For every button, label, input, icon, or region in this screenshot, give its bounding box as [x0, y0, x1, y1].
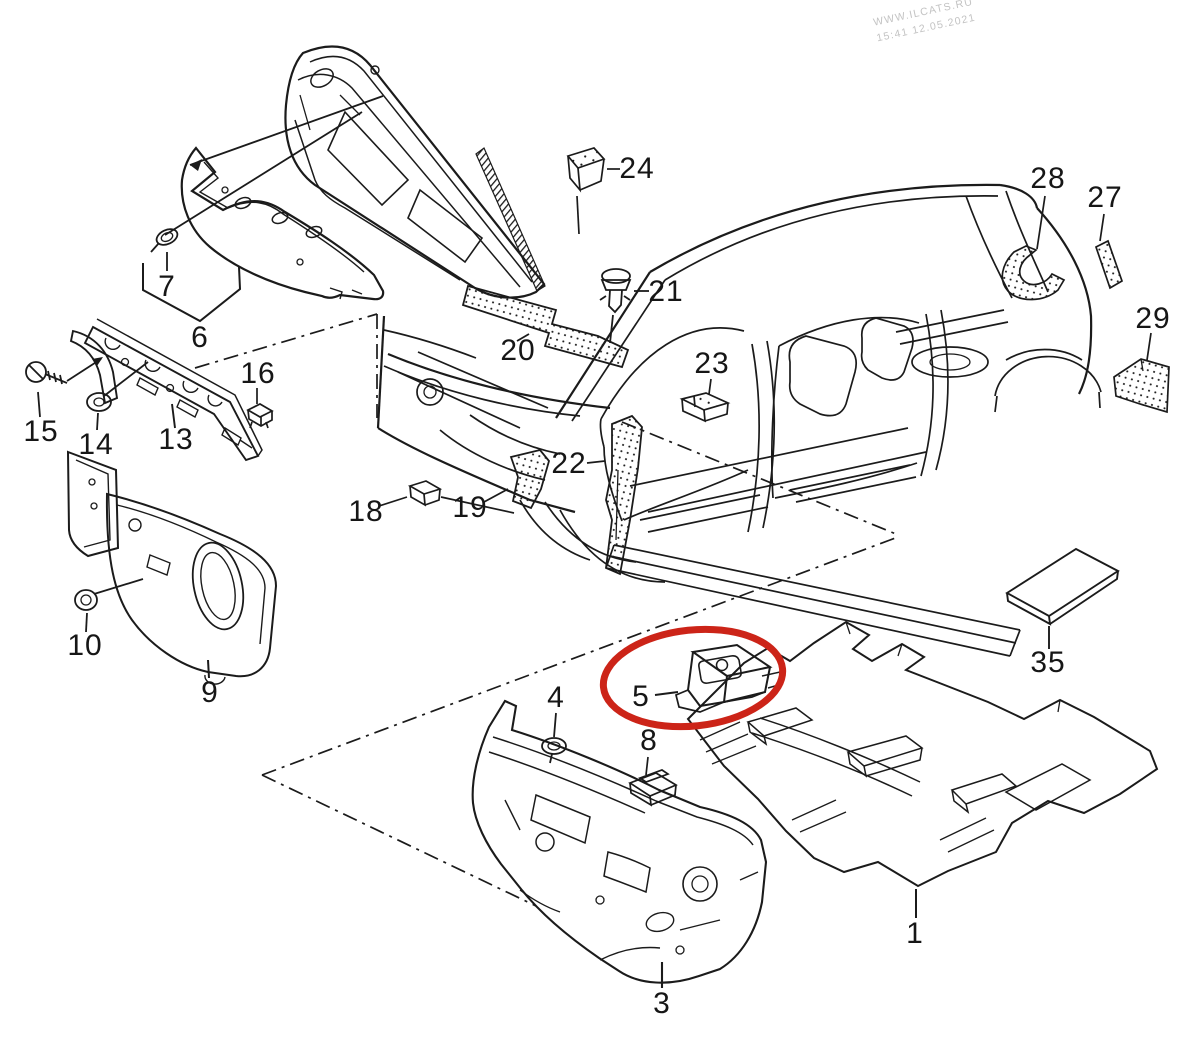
- part-label-8[interactable]: 8: [640, 724, 658, 757]
- part-label-23[interactable]: 23: [694, 347, 730, 380]
- part-label-35[interactable]: 35: [1030, 646, 1066, 679]
- part-label-22[interactable]: 22: [551, 447, 587, 480]
- assembly-axis-lines: [194, 313, 899, 907]
- part-19-absorber-drawing: [483, 448, 550, 510]
- part-label-1[interactable]: 1: [906, 917, 924, 950]
- part-7-clip-drawing: [142, 95, 384, 323]
- part-16-clip-drawing: [246, 388, 274, 429]
- part-label-19[interactable]: 19: [452, 491, 488, 524]
- part-label-29[interactable]: 29: [1135, 302, 1171, 335]
- part-29-absorber-drawing: [1113, 332, 1170, 414]
- part-35-mat-drawing: [1005, 547, 1120, 649]
- part-label-15[interactable]: 15: [23, 415, 59, 448]
- part-21-clip-drawing: [599, 268, 649, 344]
- part-14-grommet-drawing: [86, 361, 149, 431]
- part-13-plenum-panel-drawing: [69, 318, 263, 462]
- part-20-absorber-drawing: [461, 284, 630, 369]
- part-18-bracket-drawing: [378, 480, 515, 514]
- part-23-absorber-drawing: [679, 378, 731, 423]
- part-label-21[interactable]: 21: [648, 275, 684, 308]
- part-label-13[interactable]: 13: [158, 423, 194, 456]
- part-9-dash-insulation-drawing: [66, 450, 278, 685]
- part-8-bracket-drawing: [628, 756, 678, 807]
- part-label-16[interactable]: 16: [240, 357, 276, 390]
- highlight-ellipse: [599, 625, 787, 731]
- part-27-absorber-drawing: [1094, 213, 1124, 290]
- part-15-screw-drawing: [25, 357, 103, 418]
- car-body-drawing: [376, 183, 1102, 657]
- part-label-6[interactable]: 6: [191, 321, 209, 354]
- part-3-dash-insulation-drawing: [471, 699, 768, 988]
- part-label-7[interactable]: 7: [158, 270, 176, 303]
- part-label-9[interactable]: 9: [201, 676, 219, 709]
- part-6-hood-insulation-drawing: [180, 146, 385, 301]
- hood-drawing: [284, 45, 546, 299]
- part-label-14[interactable]: 14: [78, 428, 114, 461]
- part-10-grommet-drawing: [74, 578, 144, 633]
- part-label-27[interactable]: 27: [1087, 181, 1123, 214]
- part-28-absorber-drawing: [1001, 195, 1066, 301]
- part-4-clip-drawing: [541, 712, 567, 764]
- part-label-24[interactable]: 24: [619, 152, 655, 185]
- part-5-footrest-support-drawing: [654, 643, 783, 713]
- part-label-28[interactable]: 28: [1030, 162, 1066, 195]
- part-label-20[interactable]: 20: [500, 334, 536, 367]
- part-1-floor-carpet-drawing: [686, 620, 1159, 918]
- part-label-10[interactable]: 10: [67, 629, 103, 662]
- part-label-4[interactable]: 4: [547, 681, 565, 714]
- part-24-absorber-drawing: [566, 147, 620, 235]
- part-22-absorber-drawing: [586, 414, 643, 576]
- part-label-5[interactable]: 5: [632, 680, 650, 713]
- part-label-18[interactable]: 18: [348, 495, 384, 528]
- part-label-3[interactable]: 3: [653, 987, 671, 1020]
